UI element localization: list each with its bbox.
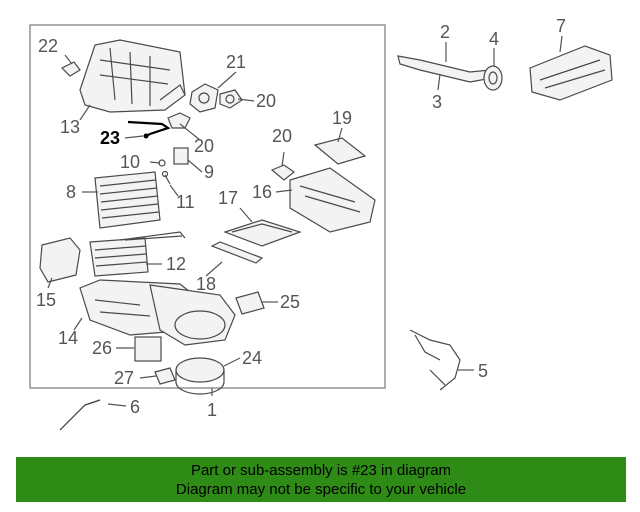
callout-26: 26 (92, 338, 112, 358)
part-25-resistor (235, 291, 265, 315)
callout-13: 13 (60, 117, 80, 137)
banner-line-2: Diagram may not be specific to your vehi… (175, 480, 467, 498)
banner-line-1: Part or sub-assembly is #23 in diagram (190, 461, 452, 479)
callout-8: 8 (66, 182, 76, 202)
callout-14: 14 (58, 328, 78, 348)
blower-case (149, 284, 236, 346)
callout-2: 2 (440, 22, 450, 42)
callout-11: 11 (176, 192, 195, 212)
callout-6: 6 (130, 397, 140, 417)
part-8-heater-core (94, 171, 161, 229)
callout-18: 18 (196, 274, 216, 294)
part-12-evaporator (89, 231, 186, 277)
callout-20-b: 20 (194, 136, 214, 156)
part-16-intake (289, 167, 376, 233)
callout-17: 17 (218, 188, 238, 208)
part-19-filter (313, 137, 367, 165)
leader-lines (47, 35, 563, 407)
part-22 (60, 61, 81, 77)
assembly-frame (29, 24, 386, 389)
callout-3: 3 (432, 92, 442, 112)
callout-12: 12 (166, 254, 186, 274)
callout-19: 19 (332, 108, 352, 128)
callout-27: 27 (114, 368, 134, 388)
part-24-blower-motor (175, 357, 225, 395)
callout-23: 23 (100, 128, 120, 148)
callout-20-a: 20 (256, 91, 276, 111)
callout-21: 21 (226, 52, 246, 72)
callout-7: 7 (556, 16, 566, 36)
part-11 (161, 170, 171, 185)
notice-banner: Part or sub-assembly is #23 in diagram D… (16, 457, 626, 502)
part-23-harness (127, 120, 171, 139)
part-4-vent (483, 65, 503, 91)
part-2-3-duct (397, 55, 493, 83)
part-17-filter (223, 219, 302, 247)
parts-diagram: 22 21 20 13 23 20 10 9 11 8 12 15 14 26 … (29, 16, 613, 431)
part-20-actuator-c (270, 164, 296, 181)
part-21-actuator (189, 83, 219, 113)
part-7-duct (529, 45, 613, 101)
part-20-actuator-b (167, 112, 191, 129)
part-6-hose (59, 399, 101, 431)
part-26-module (134, 336, 162, 362)
part-27-bracket (154, 367, 176, 385)
callout-1: 1 (207, 400, 217, 420)
part-9 (173, 147, 189, 165)
part-5-harness (409, 329, 461, 391)
part-20-actuator-a (219, 89, 243, 109)
part-15 (39, 237, 81, 283)
part-18 (210, 241, 264, 264)
callout-5: 5 (478, 361, 488, 381)
callout-15: 15 (36, 290, 56, 310)
part-13-upper-housing (79, 39, 186, 113)
callout-10: 10 (120, 152, 140, 172)
callout-22: 22 (38, 36, 58, 56)
callout-4: 4 (489, 29, 499, 49)
callout-9: 9 (204, 162, 214, 182)
callout-16: 16 (252, 182, 272, 202)
callout-20-c: 20 (272, 126, 292, 146)
callout-25: 25 (280, 292, 300, 312)
callout-labels: 22 21 20 13 23 20 10 9 11 8 12 15 14 26 … (36, 16, 566, 420)
callout-24: 24 (242, 348, 262, 368)
